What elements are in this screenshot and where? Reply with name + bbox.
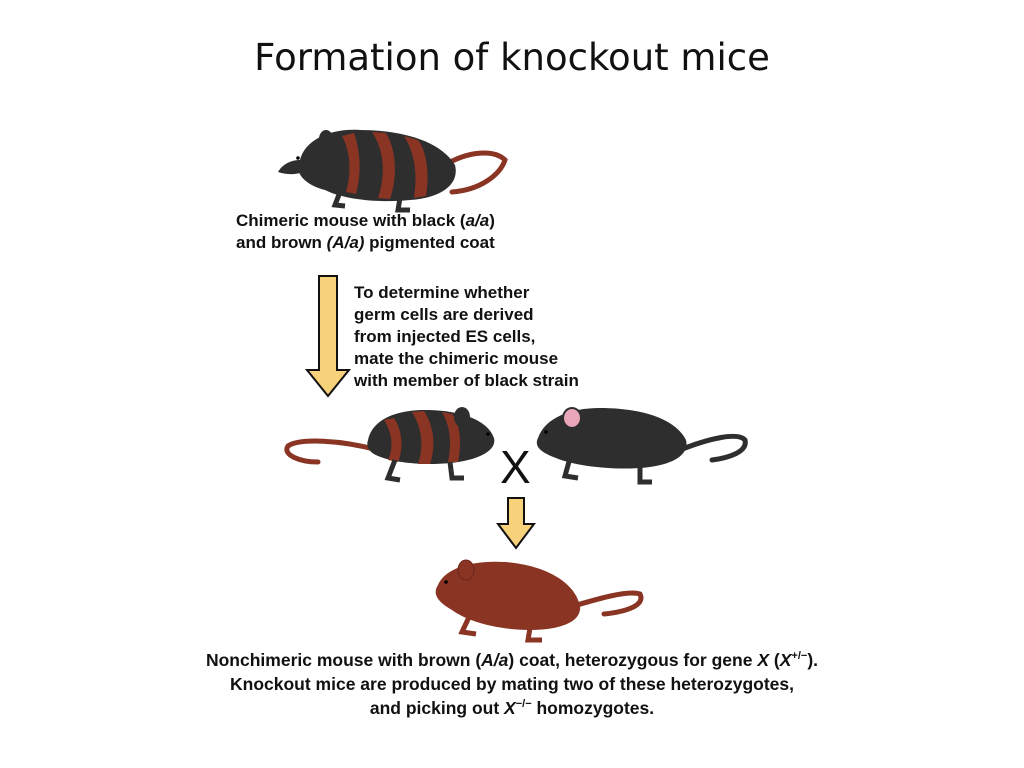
arrow-down-large xyxy=(304,275,352,398)
brown-mouse-bottom xyxy=(435,559,644,643)
chimeric-mouse-top xyxy=(278,129,508,213)
chimeric-mouse-caption: Chimeric mouse with black (a/a) and brow… xyxy=(236,210,576,254)
cross-symbol: X xyxy=(500,441,531,493)
mating-instruction-text: To determine whether germ cells are deri… xyxy=(354,282,654,392)
instruction-line: mate the chimeric mouse xyxy=(354,349,559,368)
instruction-line: from injected ES cells, xyxy=(354,327,536,346)
chimeric-mouse-left xyxy=(284,407,495,483)
slide-title: Formation of knockout mice xyxy=(254,36,770,79)
nonchimeric-mouse-caption: Nonchimeric mouse with brown (A/a) coat,… xyxy=(120,648,904,720)
bottom-caption-line-1: Nonchimeric mouse with brown (A/a) coat,… xyxy=(205,650,819,670)
instruction-line: To determine whether xyxy=(354,283,530,302)
arrow-down-small xyxy=(496,497,536,550)
instruction-line: germ cells are derived xyxy=(354,305,534,324)
chimeric-caption-line-1: Chimeric mouse with black (a/a) xyxy=(236,211,495,230)
chimeric-caption-line-2: and brown (A/a) pigmented coat xyxy=(236,233,495,252)
instruction-line: with member of black strain xyxy=(354,371,579,390)
bottom-caption-line-2: Knockout mice are produced by mating two… xyxy=(230,674,794,694)
black-mouse-right xyxy=(536,407,748,485)
bottom-caption-line-3: and picking out X−/− homozygotes. xyxy=(369,698,655,718)
